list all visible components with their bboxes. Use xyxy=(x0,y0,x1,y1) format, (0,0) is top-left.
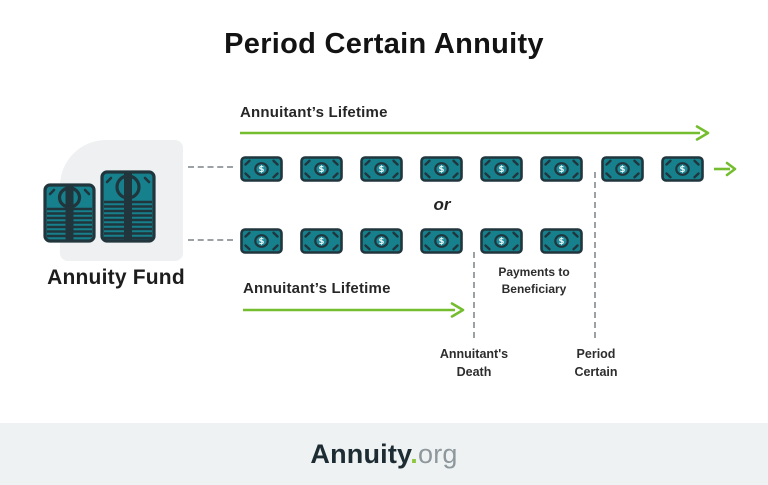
logo-suffix-text: org xyxy=(417,438,458,469)
logo-brand-text: Annuity xyxy=(310,438,411,469)
dollar-bill-icon: $ xyxy=(420,156,463,182)
dollar-bill-icon: $ xyxy=(360,156,403,182)
svg-text:$: $ xyxy=(259,237,265,247)
dollar-bill-icon: $ xyxy=(661,156,704,182)
svg-text:$: $ xyxy=(620,165,626,175)
money-stack-icon xyxy=(100,170,156,243)
dollar-bill-icon: $ xyxy=(540,156,583,182)
period-certain-label: Period Certain xyxy=(546,345,646,381)
page-title: Period Certain Annuity xyxy=(224,28,544,60)
payments-to-beneficiary-label: Payments to Beneficiary xyxy=(482,264,586,298)
lifetime-arrow-top xyxy=(240,125,710,141)
dollar-bill-icon: $ xyxy=(300,228,343,254)
period-certain-marker-line xyxy=(594,172,596,338)
dollar-bill-icon: $ xyxy=(300,156,343,182)
payment-row-top-after-period: $$ xyxy=(601,156,704,182)
death-label-line2: Death xyxy=(456,365,492,379)
logo-dot: . xyxy=(410,438,418,469)
svg-text:$: $ xyxy=(439,165,445,175)
annuitants-lifetime-label-bottom: Annuitant’s Lifetime xyxy=(243,280,391,297)
svg-text:$: $ xyxy=(379,165,385,175)
svg-text:$: $ xyxy=(379,237,385,247)
or-divider: or xyxy=(433,195,451,214)
annuitants-death-marker-line xyxy=(473,252,475,338)
death-label-line1: Annuitant's xyxy=(439,347,509,361)
svg-text:$: $ xyxy=(680,165,686,175)
dollar-bill-icon: $ xyxy=(540,228,583,254)
annuitants-death-label: Annuitant's Death xyxy=(424,345,524,381)
dollar-bill-icon: $ xyxy=(480,228,523,254)
continuation-arrow-icon xyxy=(714,161,737,177)
payment-row-top-before-period: $ $ $ $ $ $ xyxy=(240,156,583,182)
dollar-bill-icon: $ xyxy=(240,228,283,254)
period-label-line2: Certain xyxy=(574,365,618,379)
payments-label-line2: Beneficiary xyxy=(501,282,567,296)
svg-text:$: $ xyxy=(259,165,265,175)
money-stack-icon xyxy=(43,183,96,243)
svg-text:$: $ xyxy=(499,165,505,175)
dollar-bill-icon: $ xyxy=(601,156,644,182)
lifetime-arrow-bottom xyxy=(243,302,465,318)
period-label-line1: Period xyxy=(576,347,616,361)
fund-connector-dash-bottom xyxy=(188,239,233,241)
footer-band: Annuity.org xyxy=(0,423,768,485)
svg-text:$: $ xyxy=(559,165,565,175)
payments-label-line1: Payments to xyxy=(498,265,570,279)
dollar-bill-icon: $ xyxy=(240,156,283,182)
svg-text:$: $ xyxy=(439,237,445,247)
svg-text:$: $ xyxy=(319,165,325,175)
svg-text:$: $ xyxy=(499,237,505,247)
dollar-bill-icon: $ xyxy=(480,156,523,182)
fund-connector-dash-top xyxy=(188,166,233,168)
dollar-bill-icon: $ xyxy=(420,228,463,254)
dollar-bill-icon: $ xyxy=(360,228,403,254)
svg-text:$: $ xyxy=(319,237,325,247)
payment-row-bottom: $ $ $ $ $ $ xyxy=(240,228,583,254)
annuitants-lifetime-label-top: Annuitant’s Lifetime xyxy=(240,104,388,121)
svg-text:$: $ xyxy=(559,237,565,247)
annuity-fund-label: Annuity Fund xyxy=(47,266,185,289)
annuity-org-logo: Annuity.org xyxy=(310,439,457,470)
